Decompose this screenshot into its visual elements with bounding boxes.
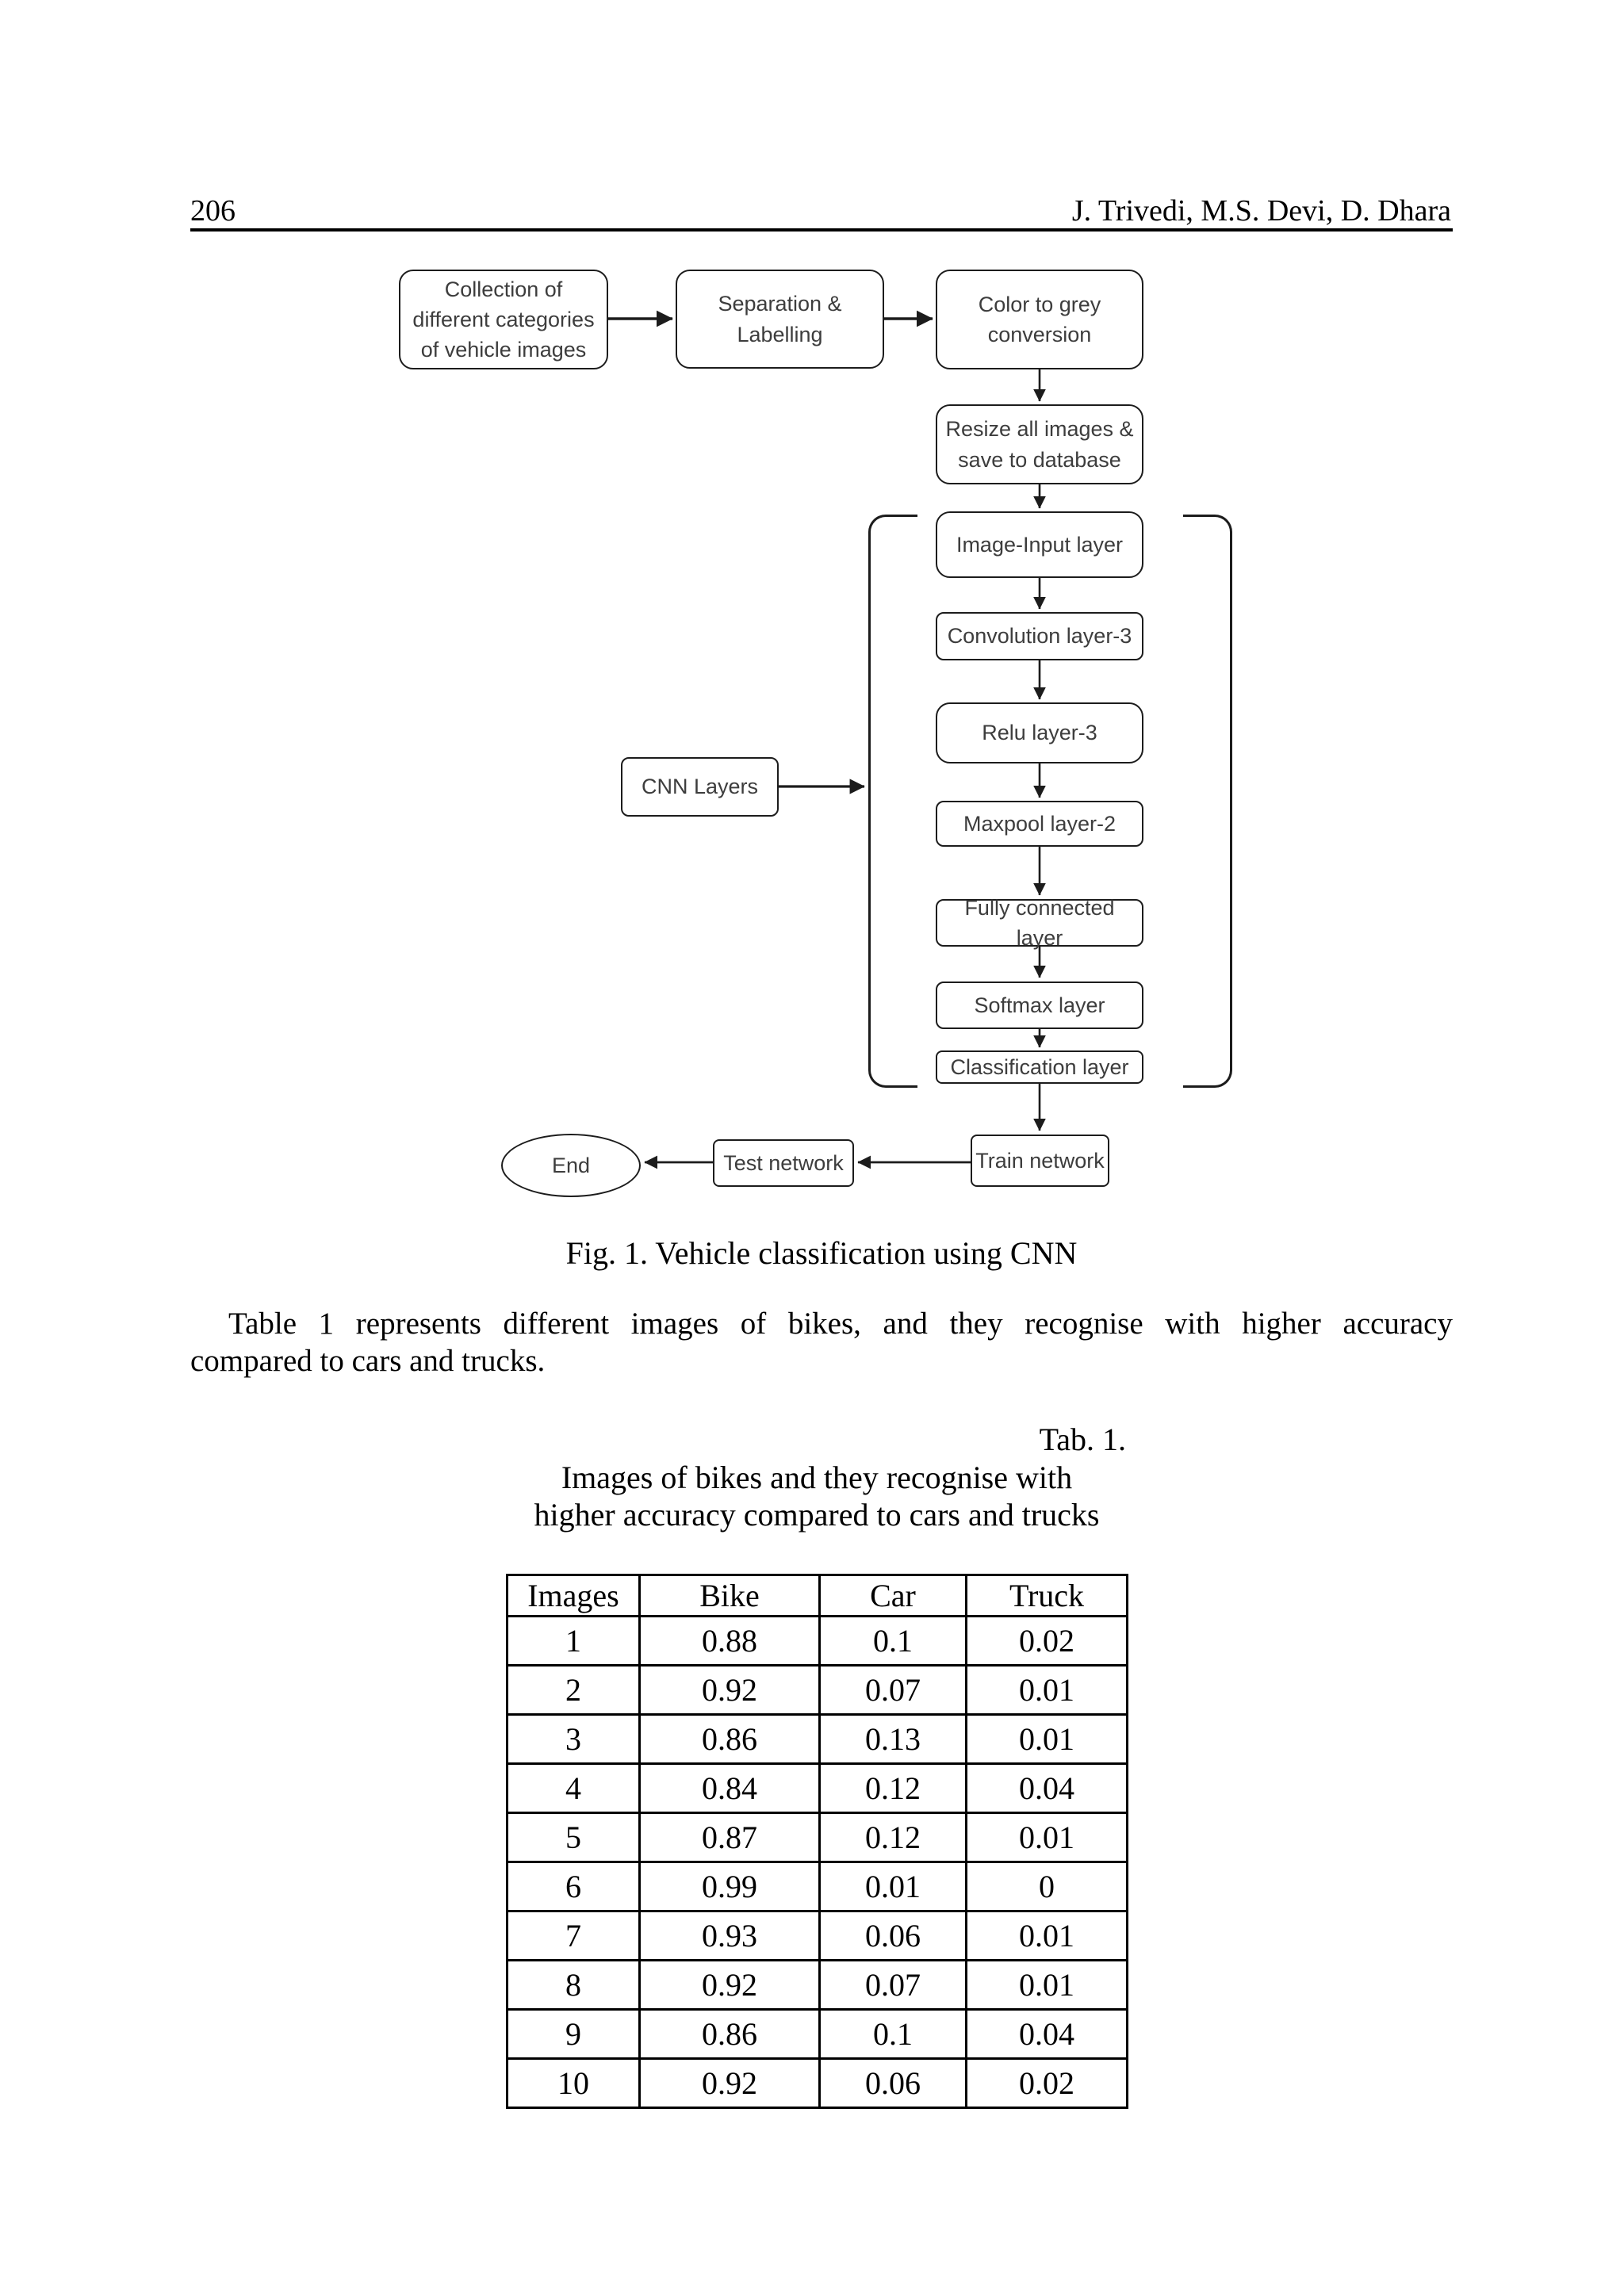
table-cell: 0.92 (638, 2057, 821, 2109)
node-resize: Resize all images & save to database (936, 404, 1143, 484)
node-softmax-layer: Softmax layer (936, 982, 1143, 1029)
node-separation: Separation & Labelling (676, 270, 884, 369)
table-cell: 0.01 (818, 1861, 967, 1912)
table-caption-line1: Images of bikes and they recognise with (561, 1460, 1073, 1495)
node-cnn-layers-label: CNN Layers (621, 757, 779, 817)
table-label: Tab. 1. (1039, 1422, 1126, 1457)
table-cell: 0.1 (818, 1615, 967, 1667)
table-cell: 3 (506, 1713, 641, 1765)
table-cell: 0.02 (965, 1615, 1128, 1667)
node-convolution-layer: Convolution layer-3 (936, 612, 1143, 660)
node-image-input-layer: Image-Input layer (936, 511, 1143, 578)
table-cell: 9 (506, 2008, 641, 2060)
node-end-terminator: End (501, 1134, 641, 1197)
table-cell: 0.07 (818, 1664, 967, 1716)
table-cell: 0.84 (638, 1762, 821, 1814)
node-train-network: Train network (971, 1135, 1109, 1187)
running-head-authors: J. Trivedi, M.S. Devi, D. Dhara (1071, 194, 1451, 228)
table-cell: 0.01 (965, 1664, 1128, 1716)
table-caption-line2: higher accuracy compared to cars and tru… (534, 1497, 1100, 1533)
body-paragraph-line1: Table 1 represents different images of b… (228, 1307, 1453, 1341)
table-cell: 6 (506, 1861, 641, 1912)
node-collection: Collection of different categories of ve… (399, 270, 608, 369)
figure-caption: Fig. 1. Vehicle classification using CNN (565, 1235, 1078, 1271)
table-cell: 0.86 (638, 2008, 821, 2060)
table-cell: 0.06 (818, 1910, 967, 1961)
node-color-to-grey: Color to grey conversion (936, 270, 1143, 369)
table-cell: 0.12 (818, 1812, 967, 1863)
column-header-car: Car (818, 1574, 967, 1617)
table-cell: 2 (506, 1664, 641, 1716)
node-classification-layer: Classification layer (936, 1050, 1143, 1084)
table-cell: 1 (506, 1615, 641, 1667)
table-cell: 0.99 (638, 1861, 821, 1912)
table-cell: 0.88 (638, 1615, 821, 1667)
body-paragraph: Table 1 represents different images of b… (190, 1305, 1453, 1380)
table-cell: 0.87 (638, 1812, 821, 1863)
table-cell: 0.01 (965, 1713, 1128, 1765)
cnn-stack-bracket-right (1183, 515, 1232, 1088)
table-cell: 5 (506, 1812, 641, 1863)
column-header-images: Images (506, 1574, 641, 1617)
table-cell: 0.92 (638, 1664, 821, 1716)
table-cell: 7 (506, 1910, 641, 1961)
table-cell: 0.02 (965, 2057, 1128, 2109)
header-rule (190, 228, 1453, 232)
node-test-network: Test network (713, 1139, 854, 1187)
table-cell: 0.13 (818, 1713, 967, 1765)
node-fully-connected-layer: Fully connected layer (936, 896, 1143, 950)
table-caption: Images of bikes and they recognise with … (444, 1459, 1189, 1533)
table-cell: 0.12 (818, 1762, 967, 1814)
column-header-bike: Bike (638, 1574, 821, 1617)
flowchart-connectors (608, 310, 1046, 1169)
page-number: 206 (190, 194, 236, 228)
table-cell: 4 (506, 1762, 641, 1814)
table-cell: 0.04 (965, 2008, 1128, 2060)
table-cell: 0.01 (965, 1959, 1128, 2011)
cnn-stack-bracket-left (868, 515, 917, 1088)
node-maxpool-layer: Maxpool layer-2 (936, 801, 1143, 847)
table-cell: 0.01 (965, 1812, 1128, 1863)
column-header-truck: Truck (965, 1574, 1128, 1617)
table-cell: 10 (506, 2057, 641, 2109)
table-cell: 8 (506, 1959, 641, 2011)
table-header-row: Images Bike Car Truck (506, 1574, 1128, 1617)
table-cell: 0.07 (818, 1959, 967, 2011)
body-paragraph-line2: compared to cars and trucks. (190, 1344, 546, 1378)
table-cell: 0.92 (638, 1959, 821, 2011)
table-cell: 0.04 (965, 1762, 1128, 1814)
table-cell: 0 (965, 1861, 1128, 1912)
table-cell: 0.86 (638, 1713, 821, 1765)
table-cell: 0.93 (638, 1910, 821, 1961)
table-cell: 0.06 (818, 2057, 967, 2109)
node-relu-layer: Relu layer-3 (936, 702, 1143, 763)
table-cell: 0.1 (818, 2008, 967, 2060)
table-cell: 0.01 (965, 1910, 1128, 1961)
